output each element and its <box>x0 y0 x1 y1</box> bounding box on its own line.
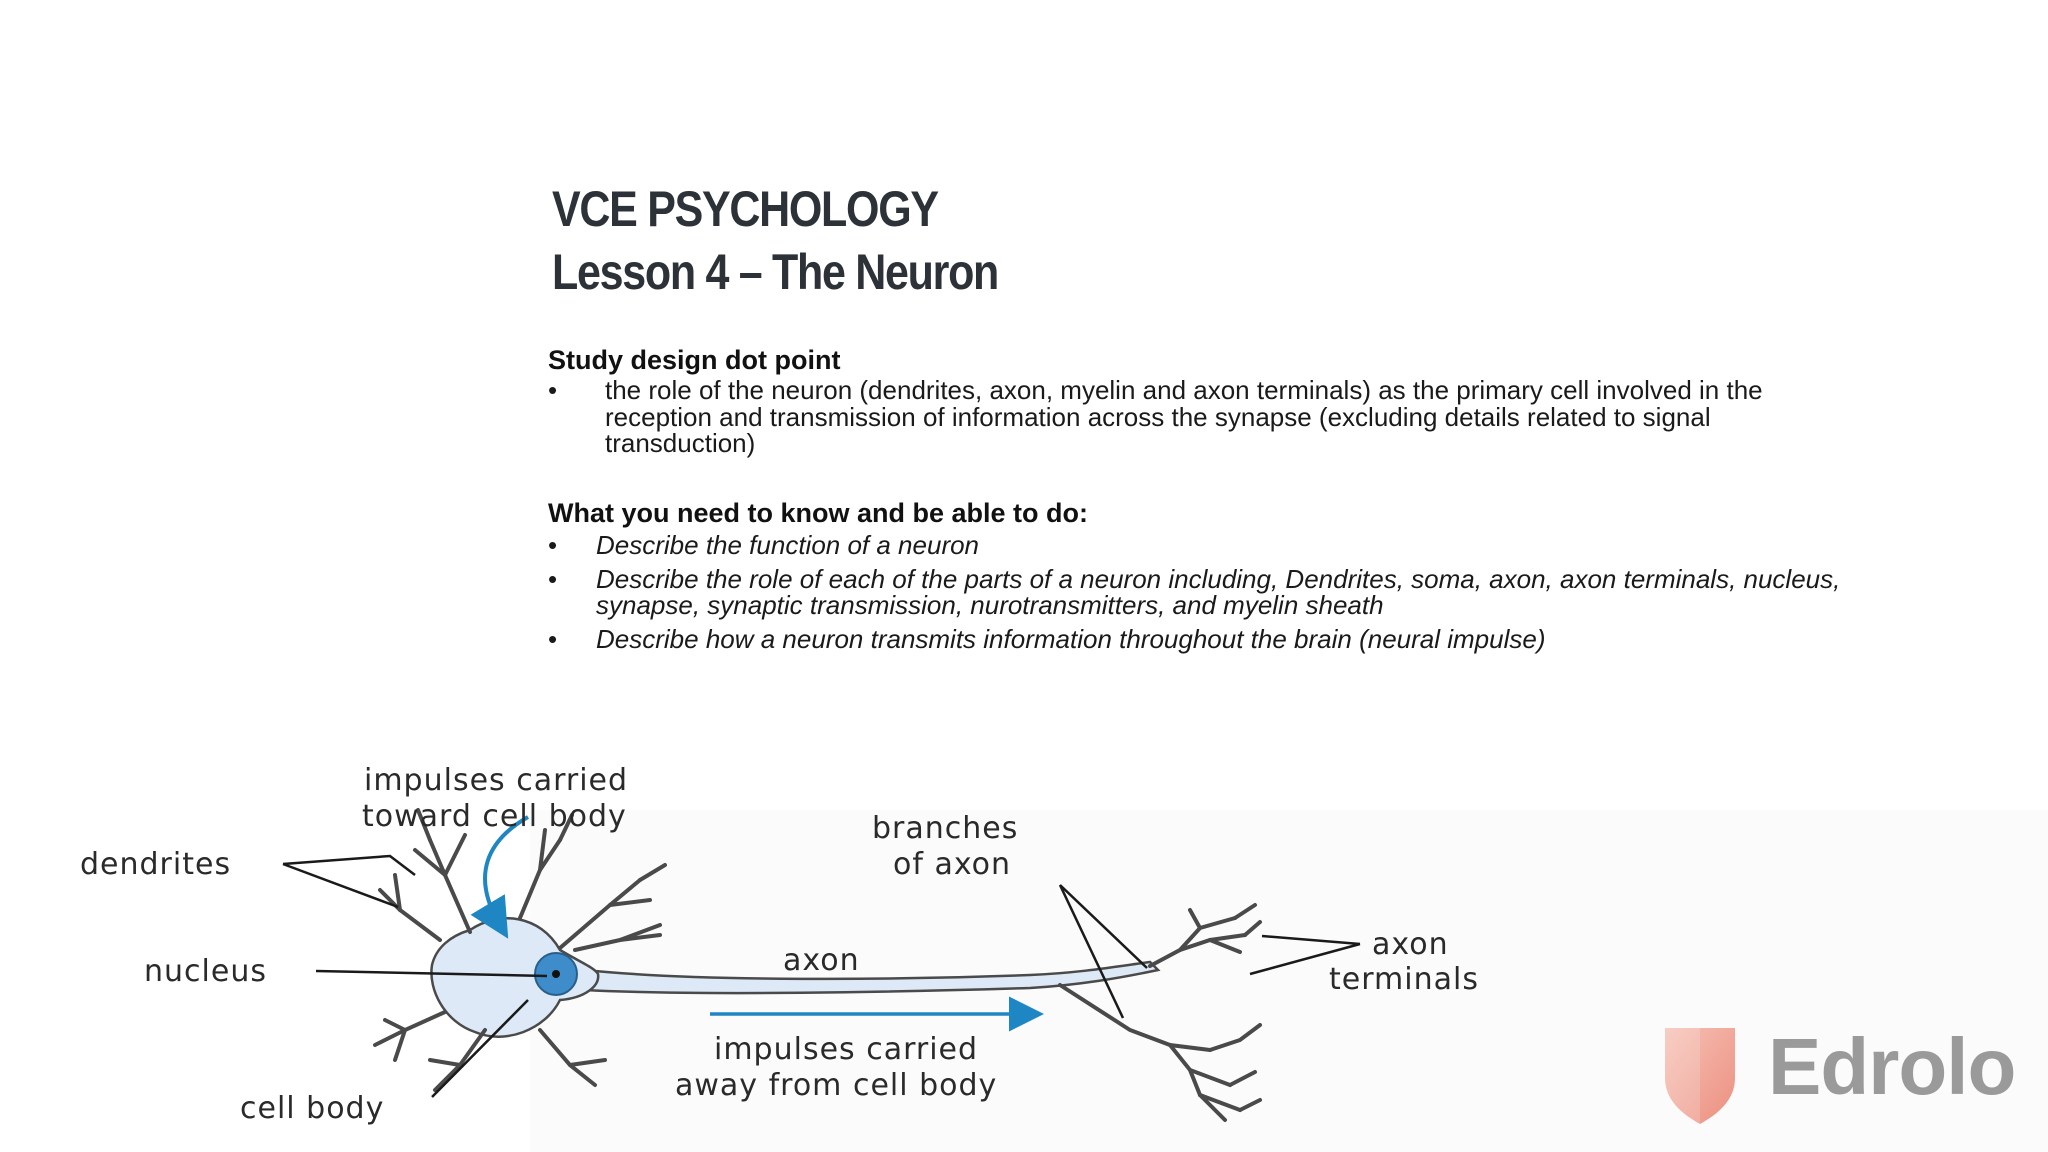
leader-lines <box>282 854 1361 1098</box>
nucleolus-shape <box>552 970 560 978</box>
objective-text: Describe the role of each of the parts o… <box>596 563 1841 620</box>
study-design-heading: Study design dot point <box>548 345 841 375</box>
slide-title: VCE PSYCHOLOGY Lesson 4 – The Neuron <box>552 178 999 304</box>
label-terminals-line2: terminals <box>1329 962 1479 997</box>
what-you-need-list: • Describe the function of a neuron • De… <box>548 532 1868 652</box>
dendrites-shape <box>373 808 667 1092</box>
label-nucleus: nucleus <box>144 954 267 989</box>
label-impulses-toward-line1: impulses carried <box>364 763 628 798</box>
course-title: VCE PSYCHOLOGY <box>552 181 939 237</box>
label-cell-body: cell body <box>240 1091 384 1126</box>
bullet: • <box>548 530 558 560</box>
bullet: • <box>548 375 558 405</box>
list-item: • the role of the neuron (dendrites, axo… <box>548 377 1868 457</box>
label-branches-line1: branches <box>872 811 1018 846</box>
label-impulses-toward-line2: toward cell body <box>362 799 627 834</box>
list-item: • Describe how a neuron transmits inform… <box>548 623 1868 654</box>
label-impulses-away-line1: impulses carried <box>714 1032 978 1067</box>
bullet: • <box>548 623 558 654</box>
list-item: • Describe the function of a neuron <box>548 532 1868 559</box>
label-terminals-line1: axon <box>1372 927 1449 962</box>
study-design-list: • the role of the neuron (dendrites, axo… <box>548 377 1868 457</box>
axon-terminals-shape <box>1058 903 1262 1122</box>
neuron-shape <box>430 917 1161 1038</box>
bullet: • <box>548 563 558 594</box>
label-impulses-away-line2: away from cell body <box>675 1068 997 1103</box>
neuron-diagram: impulses carried toward cell body dendri… <box>80 763 1479 1126</box>
label-branches-line2: of axon <box>893 847 1011 882</box>
list-item: • Describe the role of each of the parts… <box>548 563 1868 620</box>
what-you-need-heading: What you need to know and be able to do: <box>548 498 1088 528</box>
objective-text: Describe the function of a neuron <box>596 530 980 560</box>
edrolo-shield-icon <box>1665 1028 1735 1124</box>
study-design-section: Study design dot point • the role of the… <box>548 344 1868 457</box>
label-axon: axon <box>783 943 860 978</box>
what-you-need-section: What you need to know and be able to do:… <box>548 497 1868 659</box>
axon-shape <box>583 960 1161 995</box>
label-dendrites: dendrites <box>80 847 231 882</box>
study-design-point: the role of the neuron (dendrites, axon,… <box>605 375 1763 458</box>
cell-body-shape <box>430 917 600 1038</box>
objective-text: Describe how a neuron transmits informat… <box>596 623 1546 654</box>
brand-logo-text: Edrolo <box>1768 1022 2016 1111</box>
impulse-toward-arrow <box>470 815 529 939</box>
lesson-title: Lesson 4 – The Neuron <box>552 244 999 300</box>
